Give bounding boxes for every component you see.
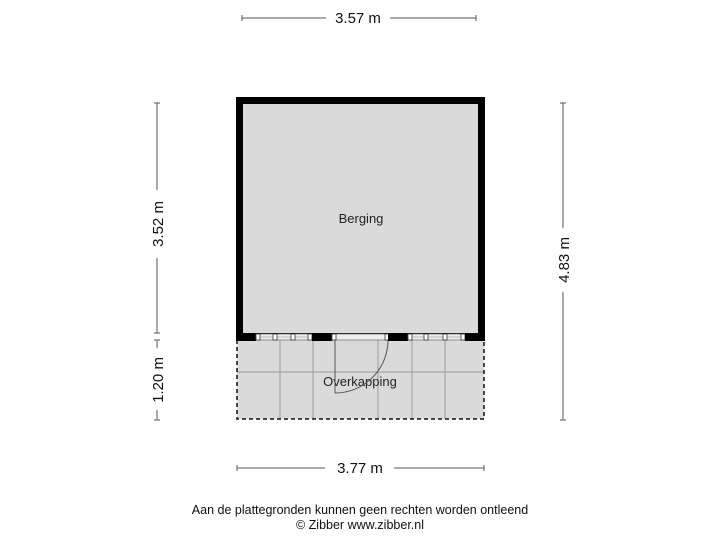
window-right bbox=[407, 333, 466, 341]
dimension-top: 3.57 m bbox=[241, 10, 477, 27]
room-label-overkapping: Overkapping bbox=[323, 374, 397, 389]
dimension-top-label: 3.57 m bbox=[335, 10, 381, 27]
dimension-left-upper: 3.52 m bbox=[150, 102, 167, 334]
door bbox=[331, 333, 390, 394]
dimension-right-label: 4.83 m bbox=[556, 237, 573, 283]
room-label-berging: Berging bbox=[339, 211, 384, 226]
disclaimer-text: Aan de plattegronden kunnen geen rechten… bbox=[191, 503, 529, 517]
dimension-left-lower: 1.20 m bbox=[150, 339, 167, 421]
dimension-left-upper-label: 3.52 m bbox=[150, 201, 167, 247]
dimension-right: 4.83 m bbox=[556, 102, 573, 421]
dimension-left-lower-label: 1.20 m bbox=[150, 357, 167, 403]
dimension-bottom-label: 3.77 m bbox=[337, 460, 383, 477]
front-wall bbox=[236, 333, 485, 394]
room-berging: Berging bbox=[236, 97, 485, 340]
room-overkapping: Overkapping bbox=[236, 340, 485, 420]
copyright-text: © Zibber www.zibber.nl bbox=[295, 518, 424, 532]
window-left bbox=[255, 333, 313, 341]
dimension-bottom: 3.77 m bbox=[236, 460, 485, 477]
